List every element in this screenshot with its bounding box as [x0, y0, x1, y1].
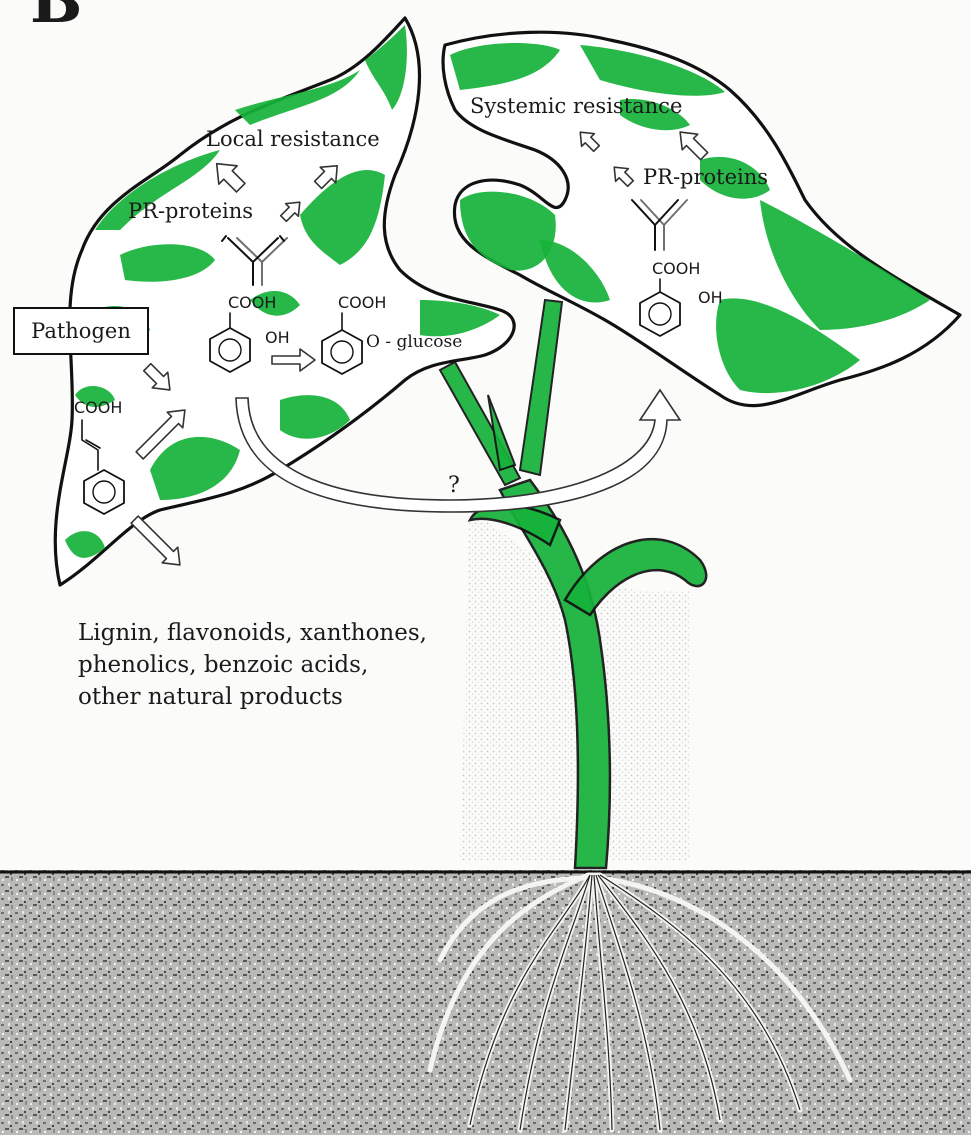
- question-mark: ?: [448, 473, 460, 498]
- products-line-1: Lignin, flavonoids, xanthones,: [78, 620, 427, 646]
- local-resistance-label: Local resistance: [206, 127, 380, 151]
- products-line-2: phenolics, benzoic acids,: [78, 652, 368, 678]
- o-glucose-label: O - glucose: [366, 332, 462, 352]
- sa-right-cooh: COOH: [652, 259, 700, 278]
- pr-proteins-right-label: PR-proteins: [643, 165, 768, 189]
- glucoside-cooh: COOH: [338, 293, 386, 312]
- panel-letter: B: [30, 0, 82, 37]
- sa-left-oh: OH: [265, 328, 290, 347]
- pr-proteins-left-label: PR-proteins: [128, 199, 253, 223]
- soil: [0, 870, 971, 1135]
- sa-left-cooh: COOH: [228, 293, 276, 312]
- hollow-arrow-to-products: [127, 512, 188, 573]
- cinnamic-cooh: COOH: [74, 398, 122, 417]
- systemic-resistance-label: Systemic resistance: [470, 94, 682, 118]
- pathogen-label: Pathogen: [31, 319, 131, 343]
- products-line-3: other natural products: [78, 684, 343, 710]
- petiole-right: [520, 300, 562, 475]
- sa-right-oh: OH: [698, 288, 723, 307]
